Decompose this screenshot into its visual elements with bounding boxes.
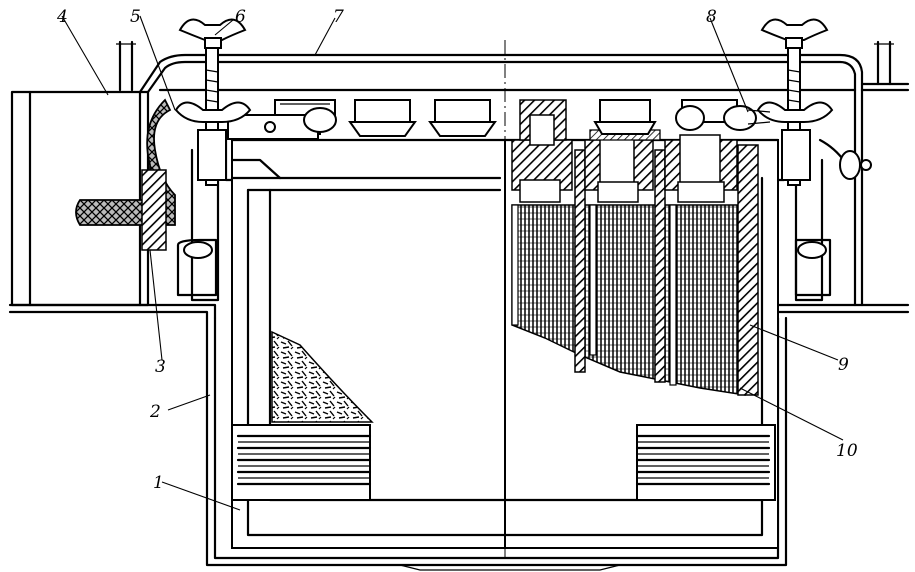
callout-labels: 4 5 6 7 8 9 10 3 2 1 [56, 7, 858, 493]
label-7: 7 [333, 7, 344, 27]
handle-left [231, 424, 372, 501]
label-9: 9 [838, 355, 849, 375]
label-8: 8 [706, 7, 717, 27]
sealing-compound [271, 330, 374, 423]
vent-plugs [274, 99, 738, 137]
cell-section [511, 99, 759, 396]
label-6: 6 [235, 7, 246, 27]
clamp-bolt-right [756, 18, 872, 186]
label-2: 2 [149, 402, 161, 422]
terminal-left [227, 107, 337, 140]
label-1: 1 [153, 473, 164, 493]
top-cover [138, 53, 864, 94]
label-3: 3 [155, 357, 166, 377]
label-5: 5 [130, 7, 141, 27]
handle-right [635, 424, 776, 501]
mounting-frame [8, 40, 910, 320]
leader-lines [61, 15, 844, 511]
side-bracket-left [176, 148, 220, 302]
clamp-bolt-left [174, 18, 252, 186]
side-bracket-right [794, 158, 832, 302]
rubber-cable-left [75, 98, 176, 251]
label-10: 10 [836, 441, 858, 461]
label-4: 4 [56, 7, 68, 27]
